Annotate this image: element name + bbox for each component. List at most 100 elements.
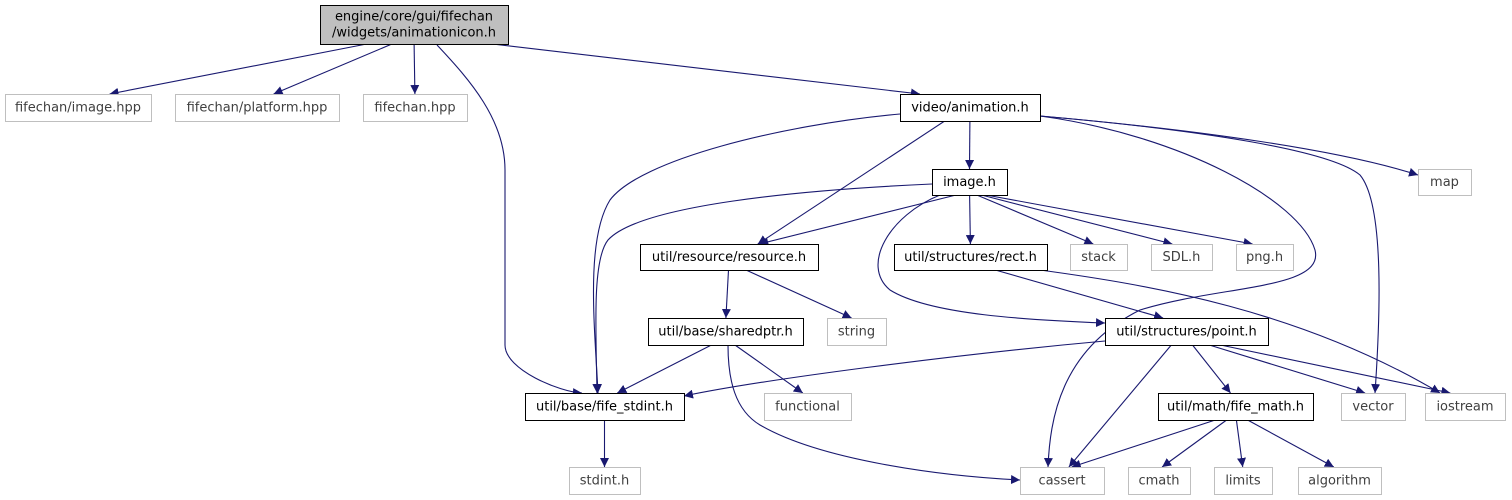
node-point[interactable]: util/structures/point.h	[1105, 318, 1269, 346]
node-video_anim[interactable]: video/animation.h	[900, 94, 1041, 122]
node-box	[525, 393, 685, 421]
node-label: map	[1430, 175, 1459, 190]
edge-sharedptr-to-cassert	[727, 344, 1021, 485]
node-box	[5, 94, 152, 122]
node-label: functional	[775, 400, 840, 415]
node-algorithm: algorithm	[1298, 467, 1382, 495]
node-box	[569, 467, 641, 495]
edge-image_h-to-rect	[965, 194, 975, 245]
node-box	[1236, 244, 1294, 271]
node-functional: functional	[764, 393, 852, 421]
edge-point-to-iostream	[1220, 344, 1451, 396]
node-label: util/base/sharedptr.h	[658, 325, 792, 340]
edge-fife_math-to-algorithm	[1247, 419, 1335, 468]
node-box	[1214, 467, 1273, 495]
edge-video_anim-to-resource	[757, 120, 946, 245]
edge-sharedptr-to-functional	[734, 344, 804, 394]
node-box	[320, 5, 509, 45]
node-box	[1020, 467, 1105, 495]
node-root[interactable]: engine/core/gui/fifechan/widgets/animati…	[320, 5, 509, 45]
edge-image_h-to-png	[986, 194, 1253, 247]
node-box	[894, 244, 1048, 271]
node-cassert: cassert	[1020, 467, 1105, 495]
node-label: engine/core/gui/fifechan	[335, 10, 493, 25]
node-fc_platform: fifechan/platform.hpp	[175, 94, 340, 122]
edge-point-to-vector	[1209, 344, 1366, 395]
node-label: util/math/fife_math.h	[1167, 400, 1304, 415]
edge-rect-to-point	[995, 269, 1164, 320]
node-label: fifechan/platform.hpp	[187, 101, 328, 116]
node-label: /widgets/animationicon.h	[332, 26, 496, 41]
edge-fife_math-to-limits	[1235, 419, 1246, 468]
edge-root-to-fc_image	[109, 43, 367, 97]
node-box	[900, 94, 1041, 122]
edge-root-to-video_anim	[492, 43, 920, 98]
node-label: algorithm	[1308, 474, 1371, 489]
node-stdint_h: stdint.h	[569, 467, 641, 495]
node-image_h[interactable]: image.h	[932, 169, 1008, 196]
node-fifechan: fifechan.hpp	[363, 94, 468, 122]
node-label: limits	[1225, 474, 1261, 489]
node-label: stack	[1081, 250, 1116, 265]
edge-image_h-to-stdint_fife	[592, 183, 933, 394]
node-label: cassert	[1038, 474, 1085, 489]
node-label: image.h	[943, 175, 996, 190]
node-limits: limits	[1214, 467, 1273, 495]
edge-rect-to-iostream	[1039, 269, 1441, 394]
edge-root-to-fc_platform	[273, 43, 393, 95]
node-resource[interactable]: util/resource/resource.h	[640, 244, 819, 271]
edge-point-to-stdint_fife	[683, 340, 1106, 399]
node-box	[932, 169, 1008, 196]
edge-root-to-fifechan	[410, 43, 420, 95]
node-label: iostream	[1436, 400, 1493, 415]
edge-resource-to-sharedptr	[721, 269, 731, 319]
node-box	[764, 393, 852, 421]
edge-video_anim-to-cassert	[1039, 115, 1317, 468]
node-label: cmath	[1138, 474, 1179, 489]
node-png: png.h	[1236, 244, 1294, 271]
node-label: util/structures/rect.h	[904, 250, 1037, 265]
node-cmath: cmath	[1128, 467, 1191, 495]
edge-image_h-to-sdl	[981, 194, 1173, 247]
edge-image_h-to-stack	[976, 194, 1094, 245]
nodes-layer: engine/core/gui/fifechan/widgets/animati…	[5, 5, 1506, 495]
edge-fife_math-to-cassert	[1071, 419, 1216, 469]
node-box	[648, 318, 804, 346]
node-box	[1128, 467, 1191, 495]
node-label: video/animation.h	[911, 101, 1029, 116]
edge-video_anim-to-map	[1039, 115, 1419, 177]
node-stdint_fife[interactable]: util/base/fife_stdint.h	[525, 393, 685, 421]
node-box	[640, 244, 819, 271]
node-box	[827, 318, 887, 346]
node-map: map	[1418, 169, 1472, 196]
edge-image_h-to-point	[877, 194, 1106, 328]
node-label: vector	[1352, 400, 1394, 415]
node-label: SDL.h	[1163, 250, 1201, 265]
node-box	[175, 94, 340, 122]
node-label: fifechan.hpp	[374, 101, 455, 116]
node-label: stdint.h	[580, 474, 629, 489]
node-box	[1298, 467, 1382, 495]
node-box	[1341, 393, 1406, 421]
node-label: util/resource/resource.h	[652, 250, 806, 265]
node-stack: stack	[1070, 244, 1128, 271]
node-fc_image: fifechan/image.hpp	[5, 94, 152, 122]
node-box	[1425, 393, 1506, 421]
edges-layer	[109, 43, 1451, 485]
node-box	[1070, 244, 1128, 271]
node-iostream: iostream	[1425, 393, 1506, 421]
edge-video_anim-to-stdint_fife	[592, 113, 901, 394]
edge-point-to-cassert	[1068, 344, 1172, 468]
edge-fife_math-to-cmath	[1161, 419, 1227, 468]
edge-image_h-to-resource	[759, 194, 957, 247]
node-box	[1151, 244, 1213, 271]
node-vector: vector	[1341, 393, 1406, 421]
node-fife_math[interactable]: util/math/fife_math.h	[1158, 393, 1314, 421]
node-box	[1158, 393, 1314, 421]
node-label: util/base/fife_stdint.h	[536, 400, 673, 415]
node-box	[1418, 169, 1472, 196]
node-sharedptr[interactable]: util/base/sharedptr.h	[648, 318, 804, 346]
node-sdl: SDL.h	[1151, 244, 1213, 271]
node-rect[interactable]: util/structures/rect.h	[894, 244, 1048, 271]
